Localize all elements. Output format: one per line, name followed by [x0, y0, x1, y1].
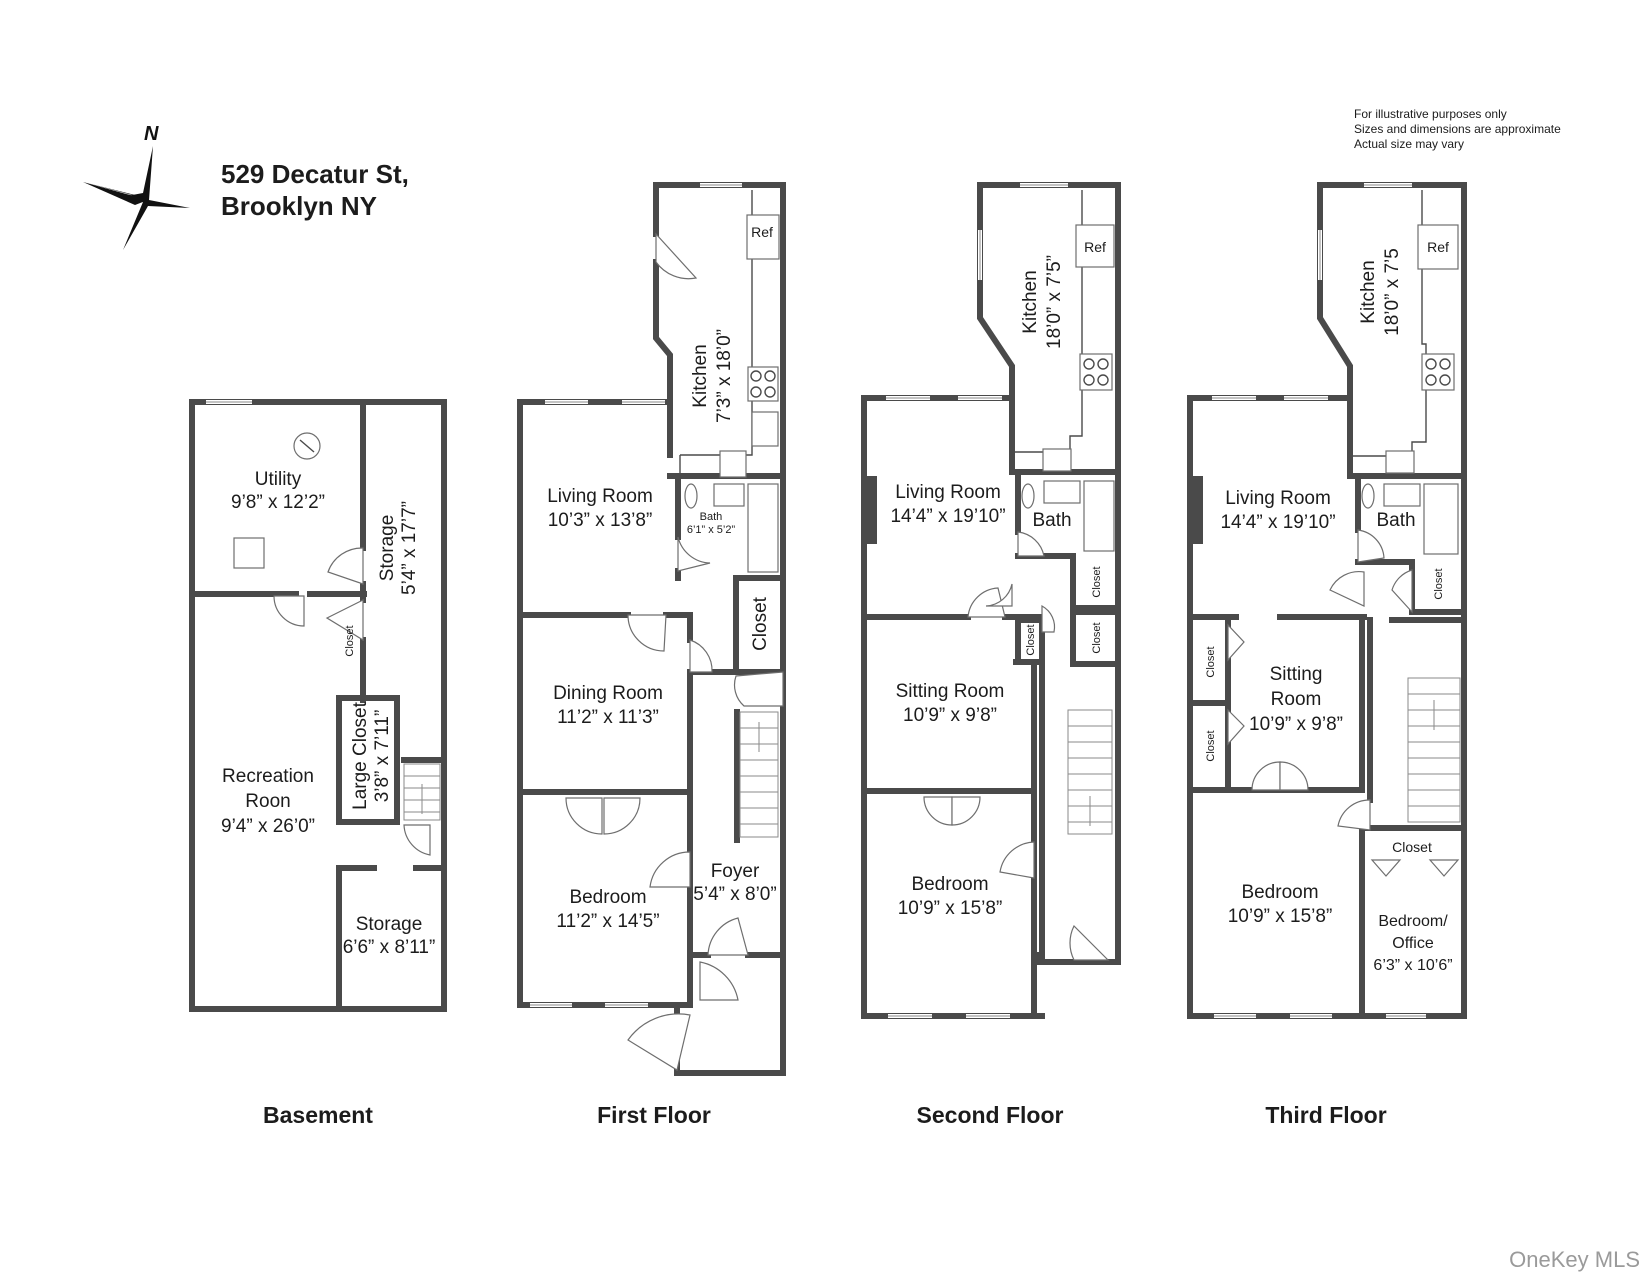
basement-title: Basement: [263, 1102, 373, 1128]
first-dining-label: Dining Room: [553, 683, 663, 704]
first-kitchen-ref-label: Ref: [751, 224, 773, 240]
first-living-size: 10’3” x 13’8”: [548, 510, 653, 531]
first-bath-size: 6’1” x 5’2”: [687, 524, 736, 536]
third-kitchen-label: Kitchen: [1358, 260, 1379, 323]
basement-recreation-label-1: Recreation: [222, 766, 314, 787]
third-office-label-2: Office: [1392, 935, 1434, 952]
first-floor-plan: Kitchen 7’3” x 18’0” Ref Living Room 10’…: [517, 182, 786, 1128]
third-office-label-1: Bedroom/: [1378, 913, 1448, 930]
basement-storage-bottom-label: Storage: [356, 914, 423, 935]
third-sitting-label-1: Sitting: [1270, 664, 1323, 685]
second-floor-plan: Kitchen 18’0” x 7’5” Ref Living Room 14’…: [861, 182, 1121, 1128]
disclaimer-line-1: For illustrative purposes only: [1354, 107, 1507, 121]
basement-recreation-size: 9’4” x 26’0”: [221, 816, 315, 837]
first-foyer-size: 5’4” x 8’0”: [693, 884, 776, 905]
third-closet-a-label: Closet: [1433, 568, 1445, 599]
second-sitting-label: Sitting Room: [896, 681, 1005, 702]
third-living-label: Living Room: [1225, 488, 1331, 509]
watermark: OneKey MLS: [1509, 1247, 1640, 1272]
first-bath-label: Bath: [700, 511, 723, 523]
third-office-size: 6’3” x 10’6”: [1373, 957, 1452, 974]
first-kitchen-size: 7’3” x 18’0”: [714, 329, 735, 423]
basement-storage-bottom-size: 6’6” x 8’11”: [343, 937, 436, 958]
basement-closet-label: Closet: [344, 625, 356, 656]
second-bedroom-size: 10’9” x 15’8”: [898, 898, 1003, 919]
basement-large-closet-label: Large Closet: [350, 701, 371, 809]
first-bedroom-size: 11’2” x 14’5”: [556, 911, 659, 932]
basement-storage-label: Storage: [377, 515, 398, 582]
basement-storage-size: 5’4” x 17’7”: [399, 501, 420, 595]
second-kitchen-label: Kitchen: [1020, 270, 1041, 333]
disclaimer-line-2: Sizes and dimensions are approximate: [1354, 122, 1561, 136]
second-kitchen-ref-label: Ref: [1084, 239, 1106, 255]
first-floor-title: First Floor: [597, 1102, 711, 1128]
basement-utility-size: 9’8” x 12’2”: [231, 492, 325, 513]
first-kitchen-label: Kitchen: [690, 344, 711, 407]
compass: N: [83, 123, 190, 250]
third-bedroom-size: 10’9” x 15’8”: [1228, 906, 1333, 927]
basement-plan: Utility 9’8” x 12’2” Storage 5’4” x 17’7…: [189, 399, 447, 1128]
third-living-size: 14’4” x 19’10”: [1220, 512, 1335, 533]
first-foyer-label: Foyer: [711, 861, 760, 882]
second-living-label: Living Room: [895, 482, 1001, 503]
second-kitchen-size: 18’0” x 7’5”: [1044, 255, 1065, 349]
second-closet-c-label: Closet: [1025, 624, 1037, 655]
first-dining-size: 11’2” x 11’3”: [557, 707, 659, 728]
basement-recreation-label-2: Roon: [245, 791, 290, 812]
third-kitchen-size: 18’0” x 7’5: [1382, 248, 1403, 336]
third-floor-title: Third Floor: [1265, 1102, 1386, 1128]
second-bedroom-label: Bedroom: [911, 874, 988, 895]
second-bath-label: Bath: [1032, 510, 1071, 531]
third-sitting-label-2: Room: [1271, 689, 1322, 710]
basement-utility-label: Utility: [255, 469, 302, 490]
third-kitchen-ref-label: Ref: [1427, 239, 1449, 255]
address-line-1: 529 Decatur St,: [221, 159, 409, 189]
third-closet-b-label: Closet: [1205, 646, 1217, 677]
second-floor-title: Second Floor: [917, 1102, 1064, 1128]
third-closet-d-label: Closet: [1392, 839, 1432, 855]
basement-large-closet-size: 3’8” x 7’11”: [372, 710, 393, 803]
third-bedroom-label: Bedroom: [1241, 882, 1318, 903]
disclaimer-line-3: Actual size may vary: [1354, 137, 1464, 151]
second-living-size: 14’4” x 19’10”: [890, 506, 1005, 527]
second-sitting-size: 10’9” x 9’8”: [903, 705, 997, 726]
third-bath-label: Bath: [1376, 510, 1415, 531]
compass-north-label: N: [144, 123, 159, 145]
second-closet-b-label: Closet: [1091, 622, 1103, 653]
first-living-label: Living Room: [547, 486, 653, 507]
second-closet-a-label: Closet: [1091, 566, 1103, 597]
third-floor-plan: Kitchen 18’0” x 7’5 Ref Living Room 14’4…: [1187, 182, 1467, 1128]
first-bedroom-label: Bedroom: [569, 887, 646, 908]
disclaimer: For illustrative purposes only Sizes and…: [1354, 107, 1561, 151]
third-closet-c-label: Closet: [1205, 730, 1217, 761]
third-sitting-size: 10’9” x 9’8”: [1249, 714, 1343, 735]
address-line-2: Brooklyn NY: [221, 191, 377, 221]
first-closet-label: Closet: [750, 596, 771, 651]
